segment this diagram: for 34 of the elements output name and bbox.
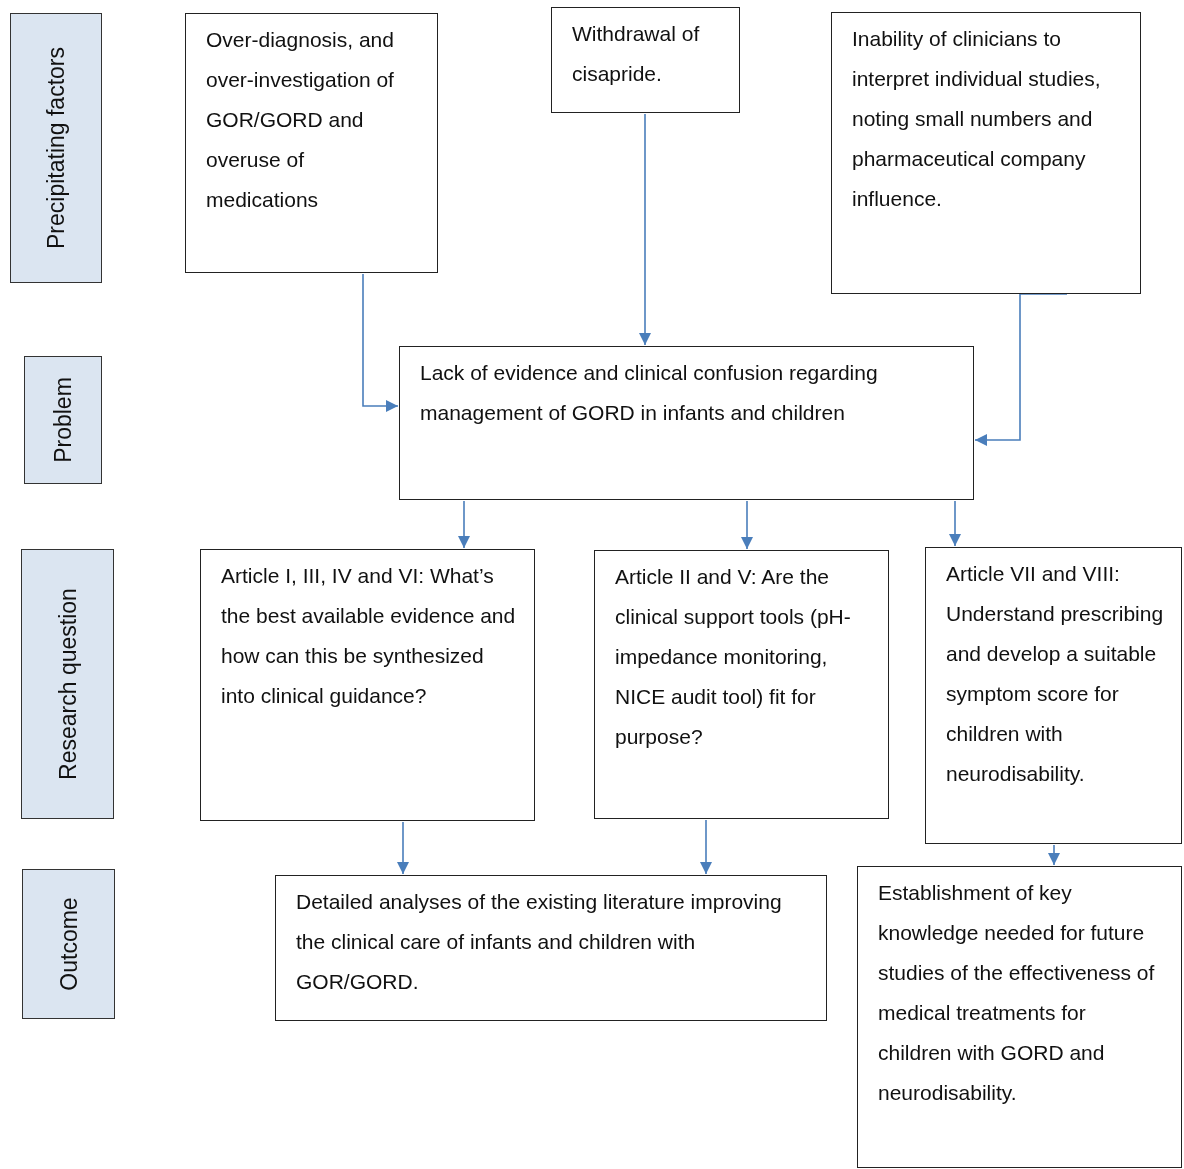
process-box [925,547,1182,844]
process-box [831,12,1141,294]
arrow [362,273,399,412]
process-box [185,13,438,273]
row-label-box [21,549,114,819]
process-box [551,7,740,113]
row-label: Research question [53,588,82,780]
row-label: Outcome [54,897,83,991]
arrow [397,821,409,875]
box-text: Detailed analyses of the existing literature improving the clinical care of infants and children with GOR/GORD. [295,889,783,995]
process-box [857,866,1182,1168]
arrow [639,113,651,346]
arrow [949,500,961,547]
row-label: Problem [49,377,77,463]
row-label-box [22,869,115,1019]
box-text: Over-diagnosis, and over-investigation of GOR/GORD and overuse of medications [205,27,395,213]
box-text: Inability of clinicians to interpret individual studies, noting small numbers and pharmaceutical company influence. [851,26,1102,212]
process-box [399,346,974,500]
box-text: Establishment of key knowledge needed for future studies of the effectiveness of medical treatments for children with GORD and neurodisability. [877,880,1156,1106]
row-label: Precipitating factors [42,47,70,249]
process-box [275,875,827,1021]
row-label-box [24,356,102,484]
row-label-box [10,13,102,283]
box-text: Article I, III, IV and VI: What’s the best available evidence and how can this be synthesized into clinical guidance? [220,563,517,709]
arrow [1048,844,1060,866]
box-text: Article II and V: Are the clinical support tools (pH-impedance monitoring, NICE audit tool) fit for purpose? [614,564,852,750]
box-text: Article VII and VIII: Understand prescribing and develop a suitable symptom score for children with neurodisability. [945,561,1165,787]
arrow [741,500,753,550]
arrow [458,500,470,549]
process-box [594,550,889,819]
process-box [200,549,535,821]
box-text: Lack of evidence and clinical confusion regarding management of GORD in infants and children [419,360,879,426]
box-text: Withdrawal of cisapride. [571,21,701,87]
arrow [700,819,712,875]
